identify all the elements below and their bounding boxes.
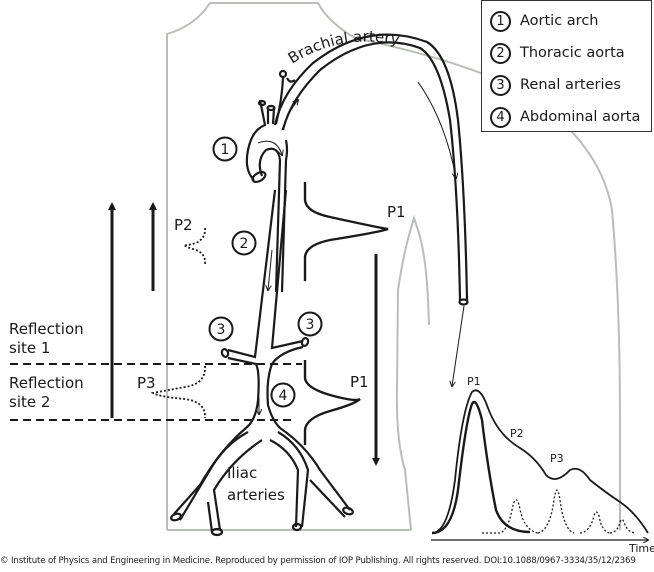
waveform-label-p2: P2 [510, 427, 524, 440]
label-p1-upper: P1 [387, 203, 406, 221]
label-p1-lower: P1 [350, 373, 369, 391]
svg-text:3: 3 [217, 322, 226, 338]
legend-item: 4 Abdominal aorta [490, 101, 651, 133]
reflection-site-2-label: Reflection site 2 [9, 374, 84, 412]
forward-wave-p1-lower [303, 360, 361, 445]
legend-label: Aortic arch [520, 13, 599, 29]
copyright-caption: © Institute of Physics and Engineering i… [0, 556, 636, 566]
waveform-label-p1: P1 [467, 375, 481, 388]
legend-number-badge: 2 [490, 42, 511, 64]
reflected-wave-4-curve [579, 511, 611, 534]
iliac-arteries-label: Iliac arteries [227, 462, 285, 506]
legend-item: 3 Renal arteries [490, 69, 651, 101]
flow-arrow-brachial-down [417, 81, 456, 178]
svg-text:1: 1 [221, 142, 230, 158]
iliac-label-line2: arteries [227, 486, 285, 504]
flow-arrow-brachial-to-waveform [452, 305, 465, 386]
marker-renal-artery-right: 3 [297, 311, 323, 337]
brachial-artery-label: Brachial artery [285, 27, 401, 67]
legend-label: Thoracic aorta [520, 45, 625, 61]
legend-number-badge: 1 [490, 10, 511, 32]
flow-arrow-brachial-out [281, 100, 298, 131]
label-p3: P3 [137, 374, 156, 392]
composite-pressure-wave [431, 389, 649, 534]
flow-arrow-thoracic [268, 249, 273, 290]
aortic-arch [245, 69, 296, 293]
svg-text:2: 2 [240, 236, 249, 252]
legend-number-badge: 3 [490, 74, 511, 96]
legend-label: Renal arteries [520, 77, 621, 93]
brachial-artery [273, 33, 469, 306]
reflected-wave-p2 [183, 227, 206, 265]
marker-aortic-arch: 1 [212, 136, 238, 162]
iliac-label-line1: Iliac [227, 464, 258, 482]
reflection-site-1-label: Reflection site 1 [9, 320, 84, 358]
reflection-site-2-line2: site 2 [9, 393, 51, 411]
marker-renal-artery-left: 3 [208, 316, 234, 342]
iliac-arteries [170, 431, 354, 537]
waveform-panel: Time P1 P2 P3 [431, 375, 654, 555]
flow-arrow-arch [257, 140, 282, 155]
body-outline-arm-inner [395, 214, 430, 531]
marker-abdominal-aorta: 4 [270, 382, 296, 408]
reflection-site-1-line2: site 1 [9, 339, 51, 357]
legend-number-badge: 4 [490, 106, 511, 128]
waveform-label-p3: P3 [550, 452, 564, 465]
svg-text:4: 4 [279, 388, 288, 404]
legend-label: Abdominal aorta [520, 109, 641, 125]
reflected-wave-p3 [150, 365, 206, 419]
forward-wave-p1-upper [303, 182, 389, 281]
reflected-wave-p2-curve [482, 499, 539, 534]
reflection-site-2-line1: Reflection [9, 374, 84, 392]
svg-text:3: 3 [306, 317, 315, 333]
reflected-wave-p3-curve [537, 489, 575, 534]
incident-wave-p1 [431, 400, 531, 535]
legend-item: 1 Aortic arch [490, 5, 651, 37]
label-p2: P2 [174, 216, 193, 234]
time-axis-label: Time [628, 542, 654, 555]
legend: 1 Aortic arch 2 Thoracic aorta 3 Renal a… [481, 0, 652, 132]
marker-thoracic-aorta: 2 [231, 230, 257, 256]
legend-item: 2 Thoracic aorta [490, 37, 651, 69]
reflected-wave-5-curve [609, 518, 636, 534]
reflection-site-1-line1: Reflection [9, 320, 84, 338]
